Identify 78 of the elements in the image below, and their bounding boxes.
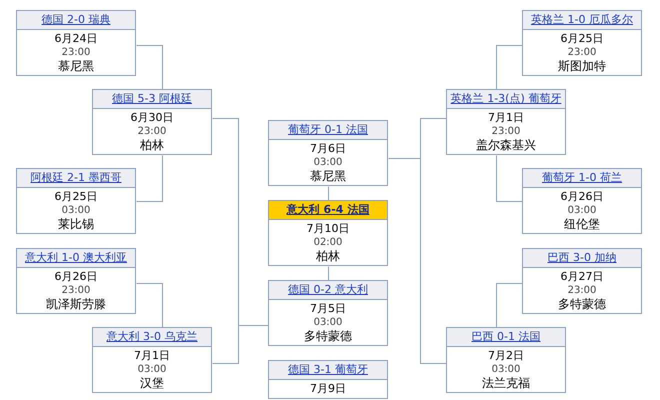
bracket-line xyxy=(136,155,163,202)
match-date: 6月30日 xyxy=(130,111,174,125)
match-venue: 凯泽斯劳滕 xyxy=(45,297,107,311)
match-date: 6月26日 xyxy=(560,190,604,204)
match-venue: 柏林 xyxy=(315,249,341,263)
match-time: 23:00 xyxy=(566,46,598,59)
match-date: 6月25日 xyxy=(560,32,604,46)
match-card xyxy=(446,327,566,393)
match-title: 德国 3-1 葡萄牙 xyxy=(288,363,368,376)
match-date: 6月27日 xyxy=(560,270,604,284)
match-card xyxy=(522,248,642,314)
match-time: 23:00 xyxy=(566,284,598,297)
match-time: 03:00 xyxy=(490,363,522,376)
match-venue: 慕尼黑 xyxy=(57,59,95,73)
bracket-line xyxy=(136,45,163,90)
match-card xyxy=(522,168,642,234)
match-time: 23:00 xyxy=(60,284,92,297)
bracket-line xyxy=(388,158,447,364)
match-card xyxy=(268,120,388,186)
match-title: 英格兰 1-0 厄瓜多尔 xyxy=(531,13,633,26)
match-date: 7月1日 xyxy=(487,111,525,125)
bracket-line xyxy=(496,45,523,90)
match-time: 03:00 xyxy=(312,316,344,329)
match-time: 23:00 xyxy=(490,125,522,138)
match-card xyxy=(268,200,388,266)
match-title: 巴西 0-1 法国 xyxy=(472,330,540,343)
bracket-line xyxy=(328,266,329,281)
match-date: 7月9日 xyxy=(309,382,347,396)
match-card xyxy=(16,168,136,234)
match-title: 英格兰 1-3(点) 葡萄牙 xyxy=(450,92,562,105)
match-venue: 斯图加特 xyxy=(557,59,607,73)
match-time: 03:00 xyxy=(136,363,168,376)
match-date: 7月2日 xyxy=(487,349,525,363)
match-venue: 纽伦堡 xyxy=(563,217,601,231)
bracket-line xyxy=(496,155,523,202)
match-card xyxy=(268,360,388,399)
match-time: 03:00 xyxy=(566,204,598,217)
match-date: 6月26日 xyxy=(54,270,98,284)
match-title: 葡萄牙 1-0 荷兰 xyxy=(542,171,622,184)
match-venue: 多特蒙德 xyxy=(303,329,353,343)
match-card xyxy=(268,280,388,346)
match-time: 03:00 xyxy=(312,156,344,169)
match-card xyxy=(16,248,136,314)
match-date: 6月24日 xyxy=(54,32,98,46)
match-card xyxy=(16,10,136,76)
match-venue: 多特蒙德 xyxy=(557,297,607,311)
match-time: 03:00 xyxy=(60,204,92,217)
match-title: 葡萄牙 0-1 法国 xyxy=(288,123,368,136)
match-date: 6月25日 xyxy=(54,190,98,204)
match-card xyxy=(92,327,212,393)
match-card xyxy=(522,10,642,76)
match-date: 7月10日 xyxy=(306,222,350,236)
match-title: 德国 0-2 意大利 xyxy=(288,283,368,296)
match-title: 巴西 3-0 加纳 xyxy=(548,251,616,264)
match-title: 意大利 6-4 法国 xyxy=(286,203,370,216)
match-venue: 莱比锡 xyxy=(57,217,95,231)
match-title: 意大利 1-0 澳大利亚 xyxy=(25,251,127,264)
match-venue: 柏林 xyxy=(139,138,165,152)
match-time: 23:00 xyxy=(136,125,168,138)
match-time: 23:00 xyxy=(60,46,92,59)
match-venue: 慕尼黑 xyxy=(309,169,347,183)
match-date: 7月1日 xyxy=(133,349,171,363)
bracket-line xyxy=(328,186,329,201)
match-title: 德国 2-0 瑞典 xyxy=(42,13,110,26)
bracket-line xyxy=(136,283,163,328)
match-venue: 法兰克福 xyxy=(481,376,531,390)
match-card xyxy=(92,89,212,155)
match-title: 德国 5-3 阿根廷 xyxy=(112,92,192,105)
match-card xyxy=(446,89,566,155)
bracket-line xyxy=(212,325,269,364)
match-date: 7月6日 xyxy=(309,142,347,156)
bracket-line xyxy=(496,283,523,328)
match-date: 7月5日 xyxy=(309,302,347,316)
match-title: 意大利 3-0 乌克兰 xyxy=(106,330,198,343)
match-venue: 汉堡 xyxy=(139,376,165,390)
match-venue: 盖尔森基兴 xyxy=(475,138,537,152)
match-time: 02:00 xyxy=(312,236,344,249)
match-title: 阿根廷 2-1 墨西哥 xyxy=(30,171,122,184)
